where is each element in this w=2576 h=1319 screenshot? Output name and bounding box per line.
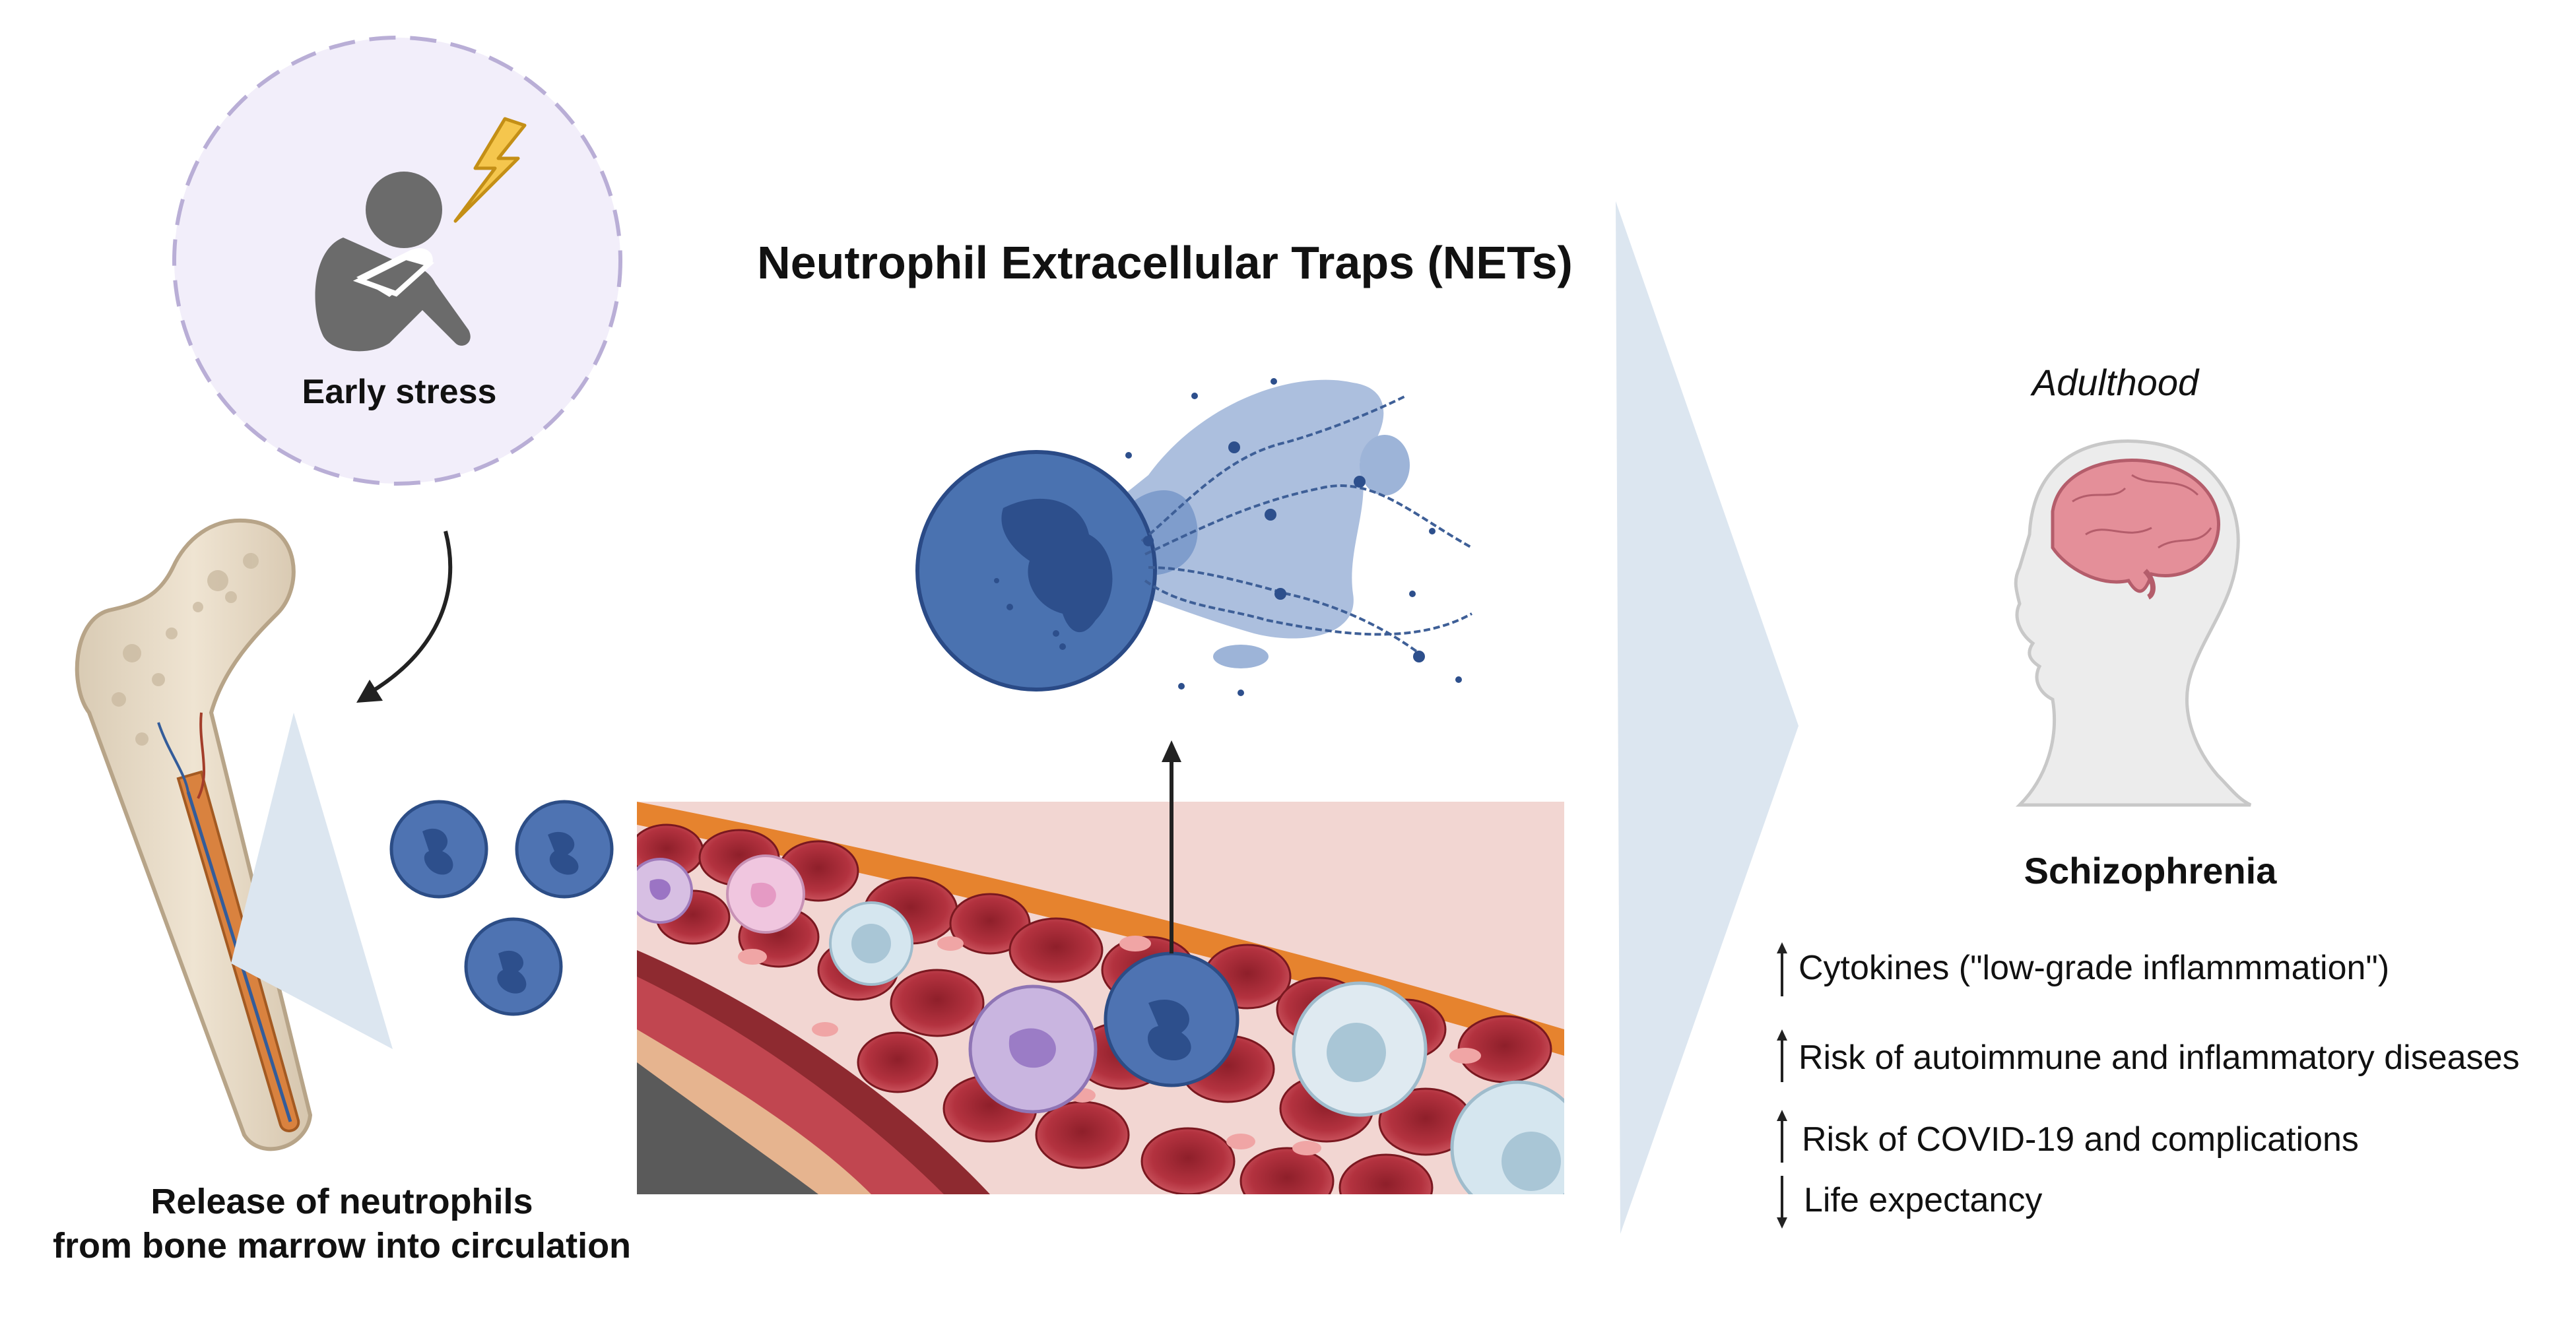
outcome-down-arrow-icon	[1777, 1176, 1787, 1229]
head-with-brain-illustration	[2014, 439, 2252, 807]
adulthood-label: Adulthood	[2031, 362, 2199, 403]
outcome-item-covid: Risk of COVID-19 and complications	[1802, 1120, 2359, 1159]
net-neutrophil-illustration	[915, 378, 1472, 696]
outcome-up-arrow-icon	[1777, 942, 1787, 996]
released-neutrophils	[389, 800, 614, 1016]
schizophrenia-label: Schizophrenia	[2024, 850, 2277, 891]
neutrophil-cell	[515, 800, 614, 899]
neutrophil-cell	[389, 800, 488, 899]
release-label-line2: from bone marrow into circulation	[52, 1226, 632, 1266]
outcome-item-life-expectancy: Life expectancy	[1804, 1181, 2043, 1219]
neutrophil-cell	[464, 917, 563, 1016]
outcome-up-arrow-icon	[1777, 1029, 1787, 1082]
nets-title: Neutrophil Extracellular Traps (NETs)	[757, 237, 1573, 288]
outcome-item-cytokines: Cytokines ("low-grade inflammmation")	[1799, 949, 2390, 987]
outcome-up-arrow-icon	[1777, 1110, 1787, 1163]
magnify-cone	[231, 713, 393, 1049]
outcome-item-autoimmune: Risk of autoimmune and inflammatory dise…	[1799, 1039, 2520, 1077]
release-label-line1: Release of neutrophils	[150, 1182, 533, 1221]
section-divider-arrow	[1616, 201, 1799, 1234]
blood-vessel-illustration	[637, 802, 1564, 1194]
lightning-bolt-icon	[453, 117, 527, 223]
distressed-person-icon	[315, 172, 471, 352]
stress-to-bone-arrow	[356, 531, 453, 703]
vessel-to-nets-arrow	[1162, 740, 1181, 953]
early-stress-label: Early stress	[302, 373, 497, 411]
